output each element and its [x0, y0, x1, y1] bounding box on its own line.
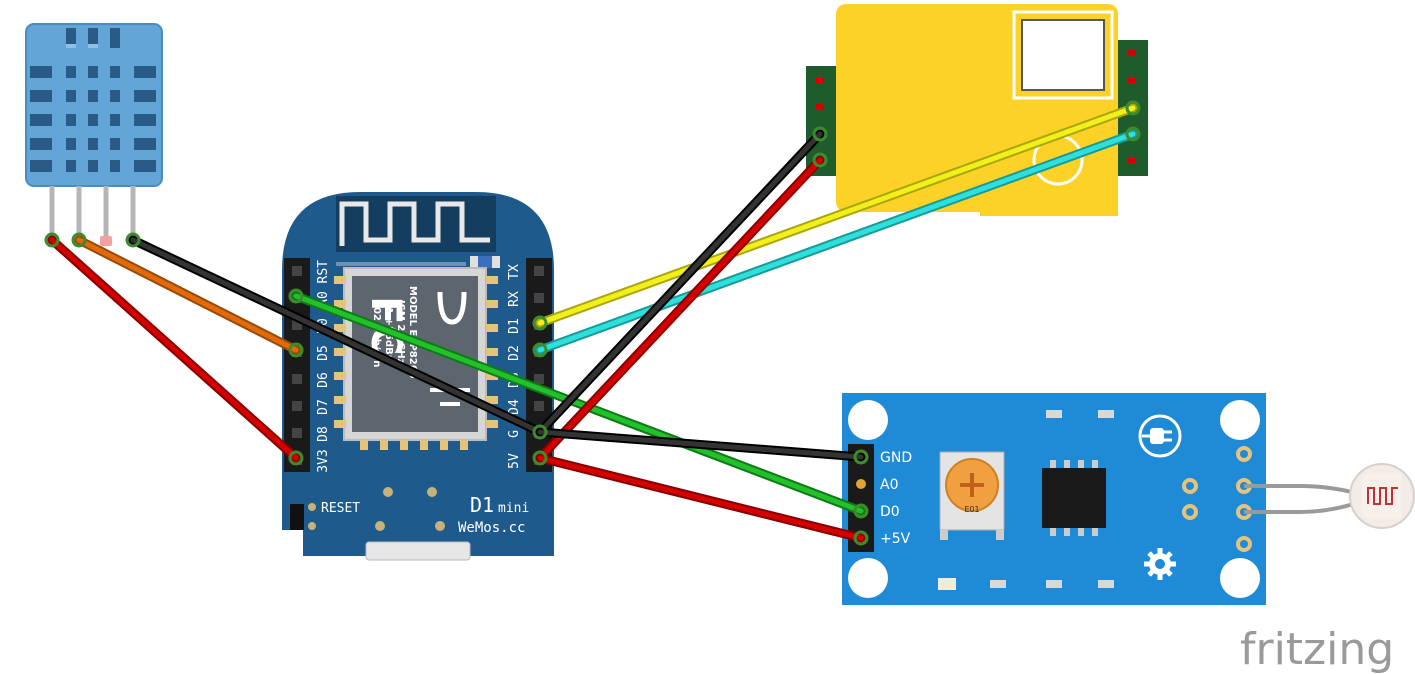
- potentiometer-icon: E01: [939, 451, 1005, 540]
- pin-label-d2: D2: [507, 345, 522, 361]
- pin-label-rst: RST: [316, 260, 331, 284]
- dht11-sensor-icon: [25, 23, 163, 246]
- pin-label-g: G: [507, 430, 522, 438]
- brand-title: D1: [470, 493, 494, 517]
- module-text-1: MODEL ESP8266: [407, 286, 418, 379]
- pin-label-d7: D7: [316, 399, 331, 415]
- pin-label-5v: 5V: [507, 453, 522, 469]
- pin-label-d4: D4: [507, 399, 522, 415]
- pin-label-rx: RX: [507, 291, 522, 307]
- sensor-pin-d0: D0: [880, 504, 900, 520]
- pin-label-d1: D1: [507, 318, 522, 334]
- pin-label-d6: D6: [316, 372, 331, 388]
- wire-endpoints: [44, 100, 1141, 546]
- pot-label: E01: [964, 505, 979, 514]
- reset-label: RESET: [321, 501, 360, 516]
- brand-site: WeMos.cc: [458, 520, 525, 536]
- light-sensor-module: GND A0 D0 +5V E01: [842, 393, 1266, 605]
- gear-icon: [1144, 548, 1176, 580]
- co2-sensor-icon: [806, 4, 1148, 216]
- brand-suffix: mini: [498, 501, 529, 516]
- pin-label-d5: D5: [316, 345, 331, 361]
- power-plug-icon: [1138, 414, 1182, 458]
- photoresistor-icon: [1244, 463, 1415, 529]
- sensor-pin-5v: +5V: [880, 531, 911, 547]
- sensor-pin-a0: A0: [880, 477, 898, 493]
- module-text-4: 802.11b/g/n: [371, 300, 382, 367]
- pin-label-3v3: 3V3: [316, 449, 331, 472]
- fritzing-watermark: fritzing: [1240, 624, 1394, 674]
- sensor-pin-gnd: GND: [880, 450, 912, 466]
- pin-label-tx: TX: [507, 264, 522, 280]
- wires: [47, 103, 1138, 543]
- pin-label-d8: D8: [316, 426, 331, 442]
